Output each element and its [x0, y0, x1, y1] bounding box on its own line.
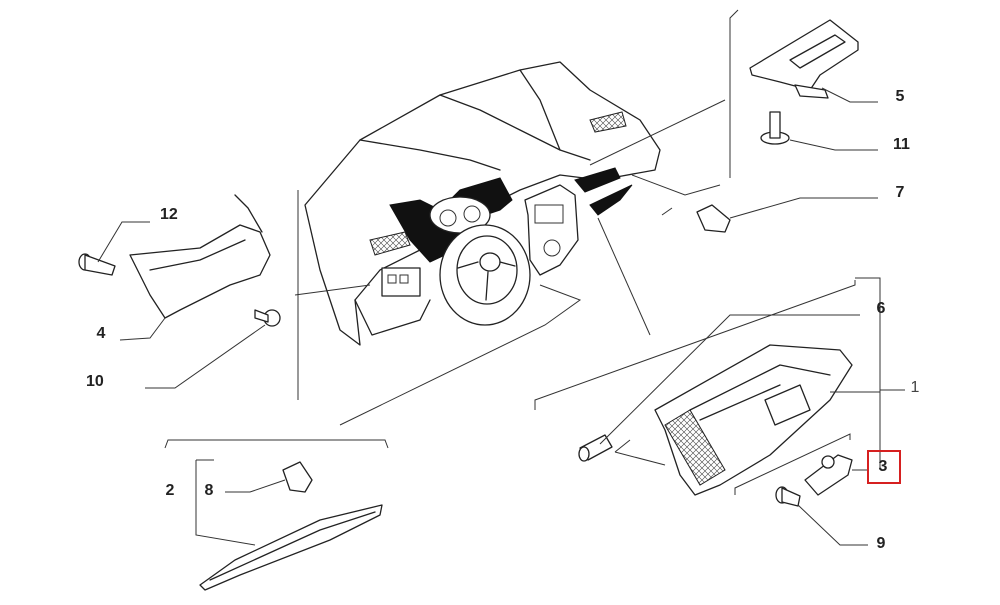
highlight-box: [867, 450, 901, 484]
callout-8[interactable]: 8: [204, 482, 214, 499]
glovebox-part-1: [534, 277, 905, 496]
bracket-part-5: [749, 19, 878, 103]
callout-1[interactable]: 1: [910, 379, 920, 396]
clip-part-11: [760, 111, 878, 151]
callout-12[interactable]: 12: [160, 206, 178, 223]
trim-part-2: [164, 439, 389, 591]
handle-part-3: [734, 433, 868, 496]
leader-5-dash: [589, 99, 726, 166]
leader-2-dash: [339, 284, 582, 426]
callout-11[interactable]: 11: [893, 136, 910, 153]
leader-4-dash: [294, 284, 371, 296]
screw-part-12: [78, 221, 150, 276]
screw-part-9: [775, 486, 868, 546]
leader-1-dash: [597, 217, 651, 336]
callout-9[interactable]: 9: [876, 535, 886, 552]
callout-7[interactable]: 7: [895, 184, 905, 201]
callout-3[interactable]: 3: [878, 458, 888, 475]
pin-part-6: [578, 314, 860, 466]
callout-2[interactable]: 2: [165, 482, 175, 499]
callout-4[interactable]: 4: [96, 325, 106, 342]
screw-part-10: [145, 309, 281, 389]
callout-5[interactable]: 5: [895, 88, 905, 105]
cover-part-4: [119, 194, 271, 341]
dashboard-assembly: [297, 9, 739, 400]
clip-part-8: [225, 461, 313, 493]
bumper-part-7: [661, 197, 878, 233]
leader-7-dash: [631, 174, 721, 196]
callout-10[interactable]: 10: [86, 373, 104, 390]
callout-6[interactable]: 6: [876, 300, 886, 317]
